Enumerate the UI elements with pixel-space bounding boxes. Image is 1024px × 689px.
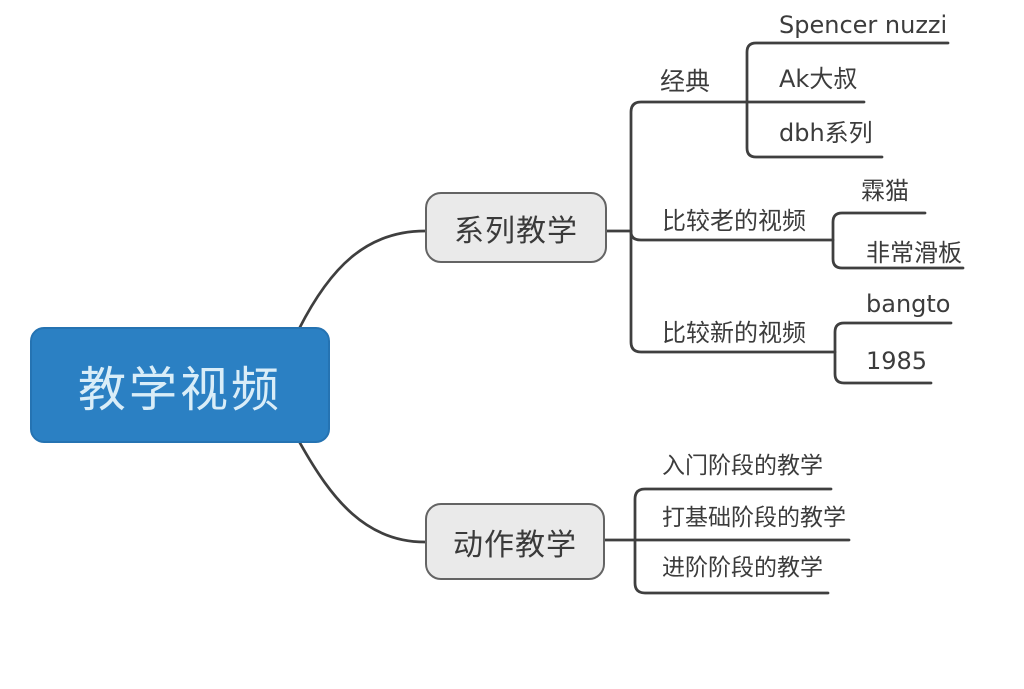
leaf-label-advanced-stage[interactable]: 进阶阶段的教学 [662,555,823,581]
topic-label-classic[interactable]: 经典 [660,67,711,96]
leaf-label-beginner-stage[interactable]: 入门阶段的教学 [662,453,823,479]
edge-old-bracket [831,211,965,270]
branch-node-label: 动作教学 [453,527,577,563]
edge-jinjie-line [633,538,830,595]
branch-node-action-teaching[interactable]: 动作教学 [425,503,605,580]
edge-new-videos-line [629,229,837,354]
branch-node-series-teaching[interactable]: 系列教学 [425,192,607,263]
edge-old-videos-line [629,230,835,242]
branch-node-label: 系列教学 [454,213,578,249]
edge-root-serial [297,229,427,331]
leaf-label-feichang-huaban[interactable]: 非常滑板 [866,239,962,267]
leaf-label-1985[interactable]: 1985 [866,347,928,375]
root-node-teaching-videos[interactable]: 教学视频 [30,327,330,443]
leaf-label-spencer-nuzzi[interactable]: Spencer nuzzi [779,11,948,39]
edge-root-action [298,441,427,544]
topic-label-older-videos[interactable]: 比较老的视频 [662,207,806,235]
leaf-label-dbh-series[interactable]: dbh系列 [779,119,873,147]
edge-new-bracket [833,321,953,385]
leaf-label-bangto[interactable]: bangto [866,290,951,318]
leaf-label-foundation-stage[interactable]: 打基础阶段的教学 [662,505,846,531]
edge-classic-bracket [745,41,950,159]
leaf-label-linmao[interactable]: 霖猫 [861,177,909,205]
edge-jingdian-line [629,100,866,233]
edge-rumen-line [633,487,833,542]
root-node-label: 教学视频 [77,362,282,418]
topic-label-newer-videos[interactable]: 比较新的视频 [662,319,806,347]
leaf-label-ak-uncle[interactable]: Ak大叔 [779,65,858,93]
